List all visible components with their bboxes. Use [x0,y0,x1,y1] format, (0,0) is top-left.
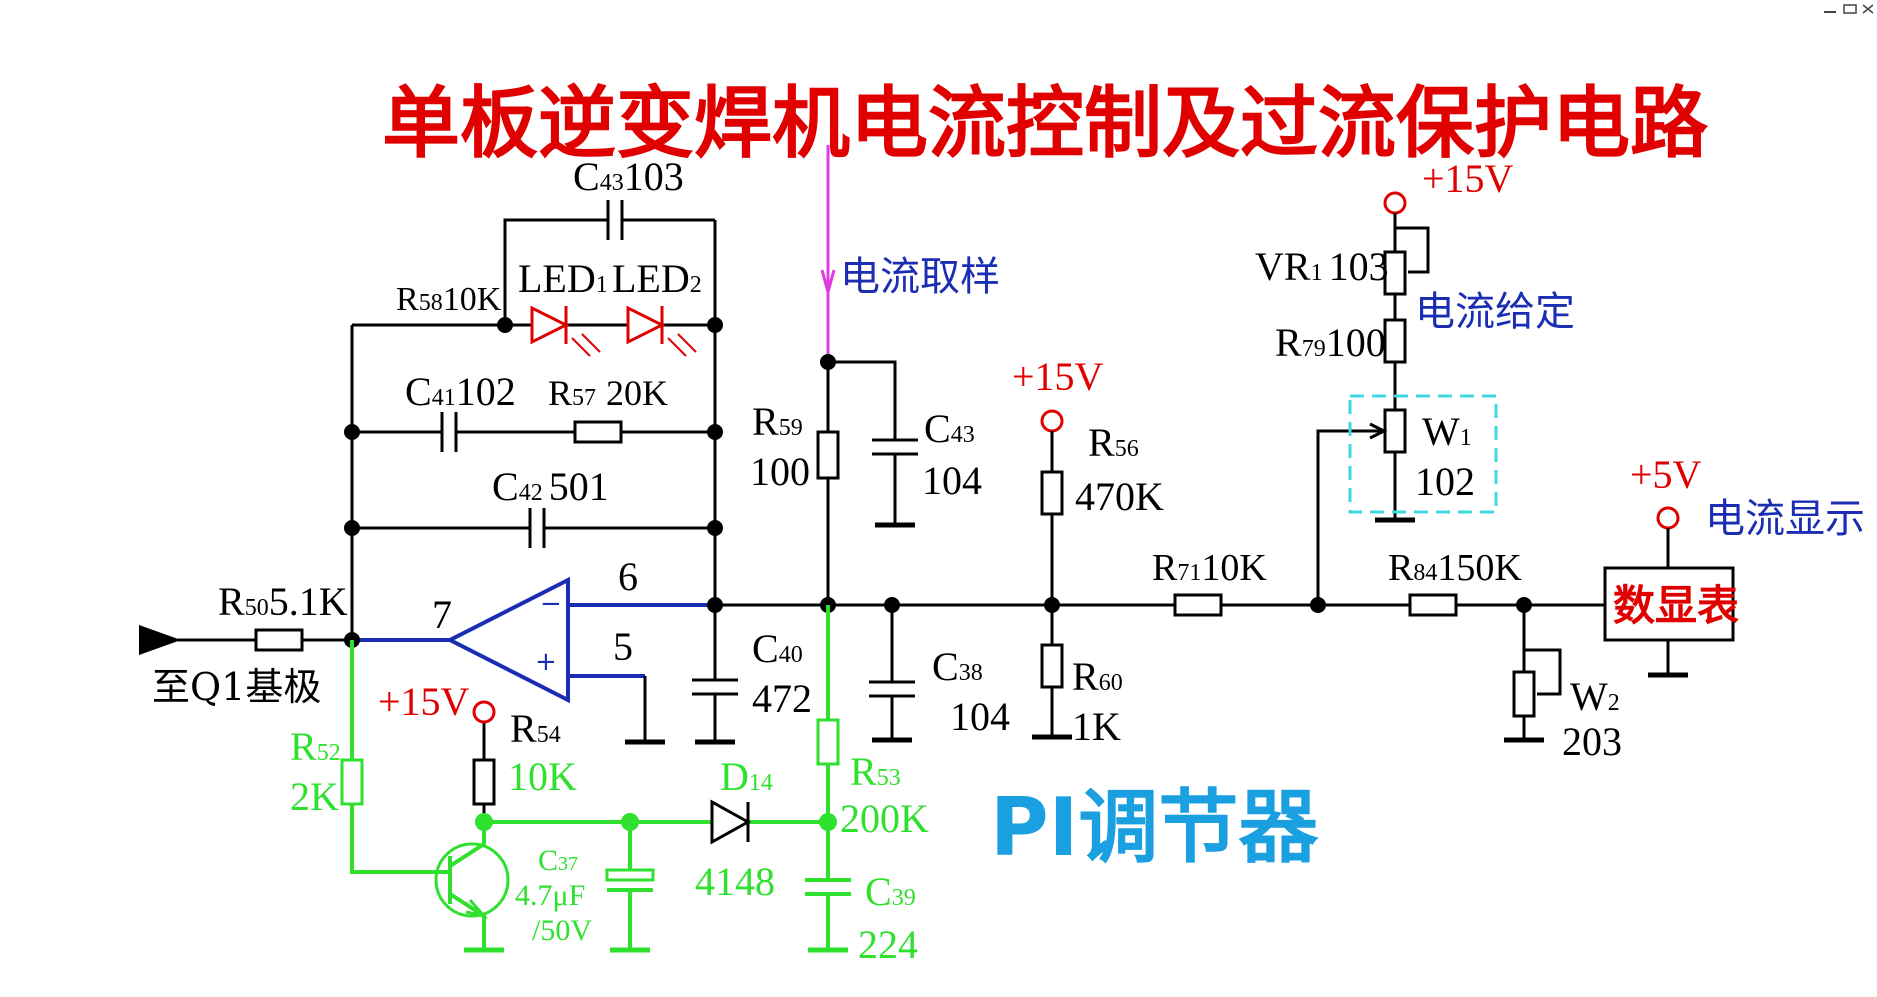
r53-label: R53 [850,749,901,794]
r54-value: 10K [508,754,577,799]
led1-label: LED1 [518,256,608,301]
opamp-out-pin: 7 [432,592,452,637]
r60-value: 1K [1072,704,1121,749]
w1-value: 102 [1415,459,1475,504]
d14-label: D14 [720,754,773,799]
feedback-network [344,200,723,640]
opamp-plus: + [535,647,557,677]
output-label: 至Q1基极 [152,665,321,709]
r84-label: R84150K [1388,547,1522,589]
r60-label: R60 [1072,654,1123,699]
r50-label: R505.1K [218,579,348,624]
r59-value: 100 [750,449,810,494]
c40-value: 472 [752,676,812,721]
sampling-label: 电流取样 [840,254,1000,300]
w2-value: 203 [1562,719,1622,764]
maximize-icon[interactable] [1843,4,1857,14]
r71-label: R7110K [1152,547,1267,589]
c39-label: C39 [865,869,916,914]
r54-label: R54 [510,706,561,751]
diagram-title: 单板逆变焊机电流控制及过流保护电路 [382,78,1709,169]
led1-symbol [530,305,601,357]
c41-label: C41102 [405,369,516,414]
minimize-icon[interactable] [1823,4,1837,14]
supply-15v-top: +15V [1422,156,1514,201]
supply-5v: +5V [1630,452,1702,497]
meter-label: 数显表 [1613,581,1739,630]
supply-15v-mid: +15V [1012,354,1104,399]
r53-value: 200K [840,796,929,841]
c37-voltage: /50V [532,914,592,947]
opamp-noninv-pin: 5 [613,624,633,669]
setting-label: 电流给定 [1415,289,1575,335]
r79-label: R79100 [1275,320,1386,365]
r52-value: 2K [290,774,339,819]
c38-label: C38 [932,644,983,689]
c43b-value: 104 [922,458,982,503]
led2-symbol [626,305,697,357]
c39-value: 224 [858,922,918,967]
display-label: 电流显示 [1705,496,1865,542]
opamp-inv-pin: 6 [618,554,638,599]
opamp-minus: − [540,589,562,619]
r58-label: R5810K [396,281,502,318]
r56-value: 470K [1075,474,1164,519]
c43a-label: C43103 [573,154,684,199]
supply-15v-low: +15V [378,679,470,724]
c37-value: 4.7μF [515,879,585,912]
regulator-label: PI调节器 [990,781,1319,874]
c38-value: 104 [950,694,1010,739]
close-icon[interactable] [1861,4,1875,14]
r52-label: R52 [290,724,341,769]
c37-label: C37 [538,844,578,877]
opamp-symbol [352,576,715,704]
w1-highlight-box [1348,394,1498,514]
c40-label: C40 [752,626,803,671]
w2-label: W2 [1570,674,1620,719]
d14-value: 4148 [695,859,775,904]
c43b-label: C43 [924,406,975,451]
r56-label: R56 [1088,420,1139,465]
led2-label: LED2 [612,256,702,301]
w1-label: W1 [1422,409,1472,454]
r59-label: R59 [752,399,803,444]
meter-box [1603,566,1735,642]
protection-network [340,605,851,953]
